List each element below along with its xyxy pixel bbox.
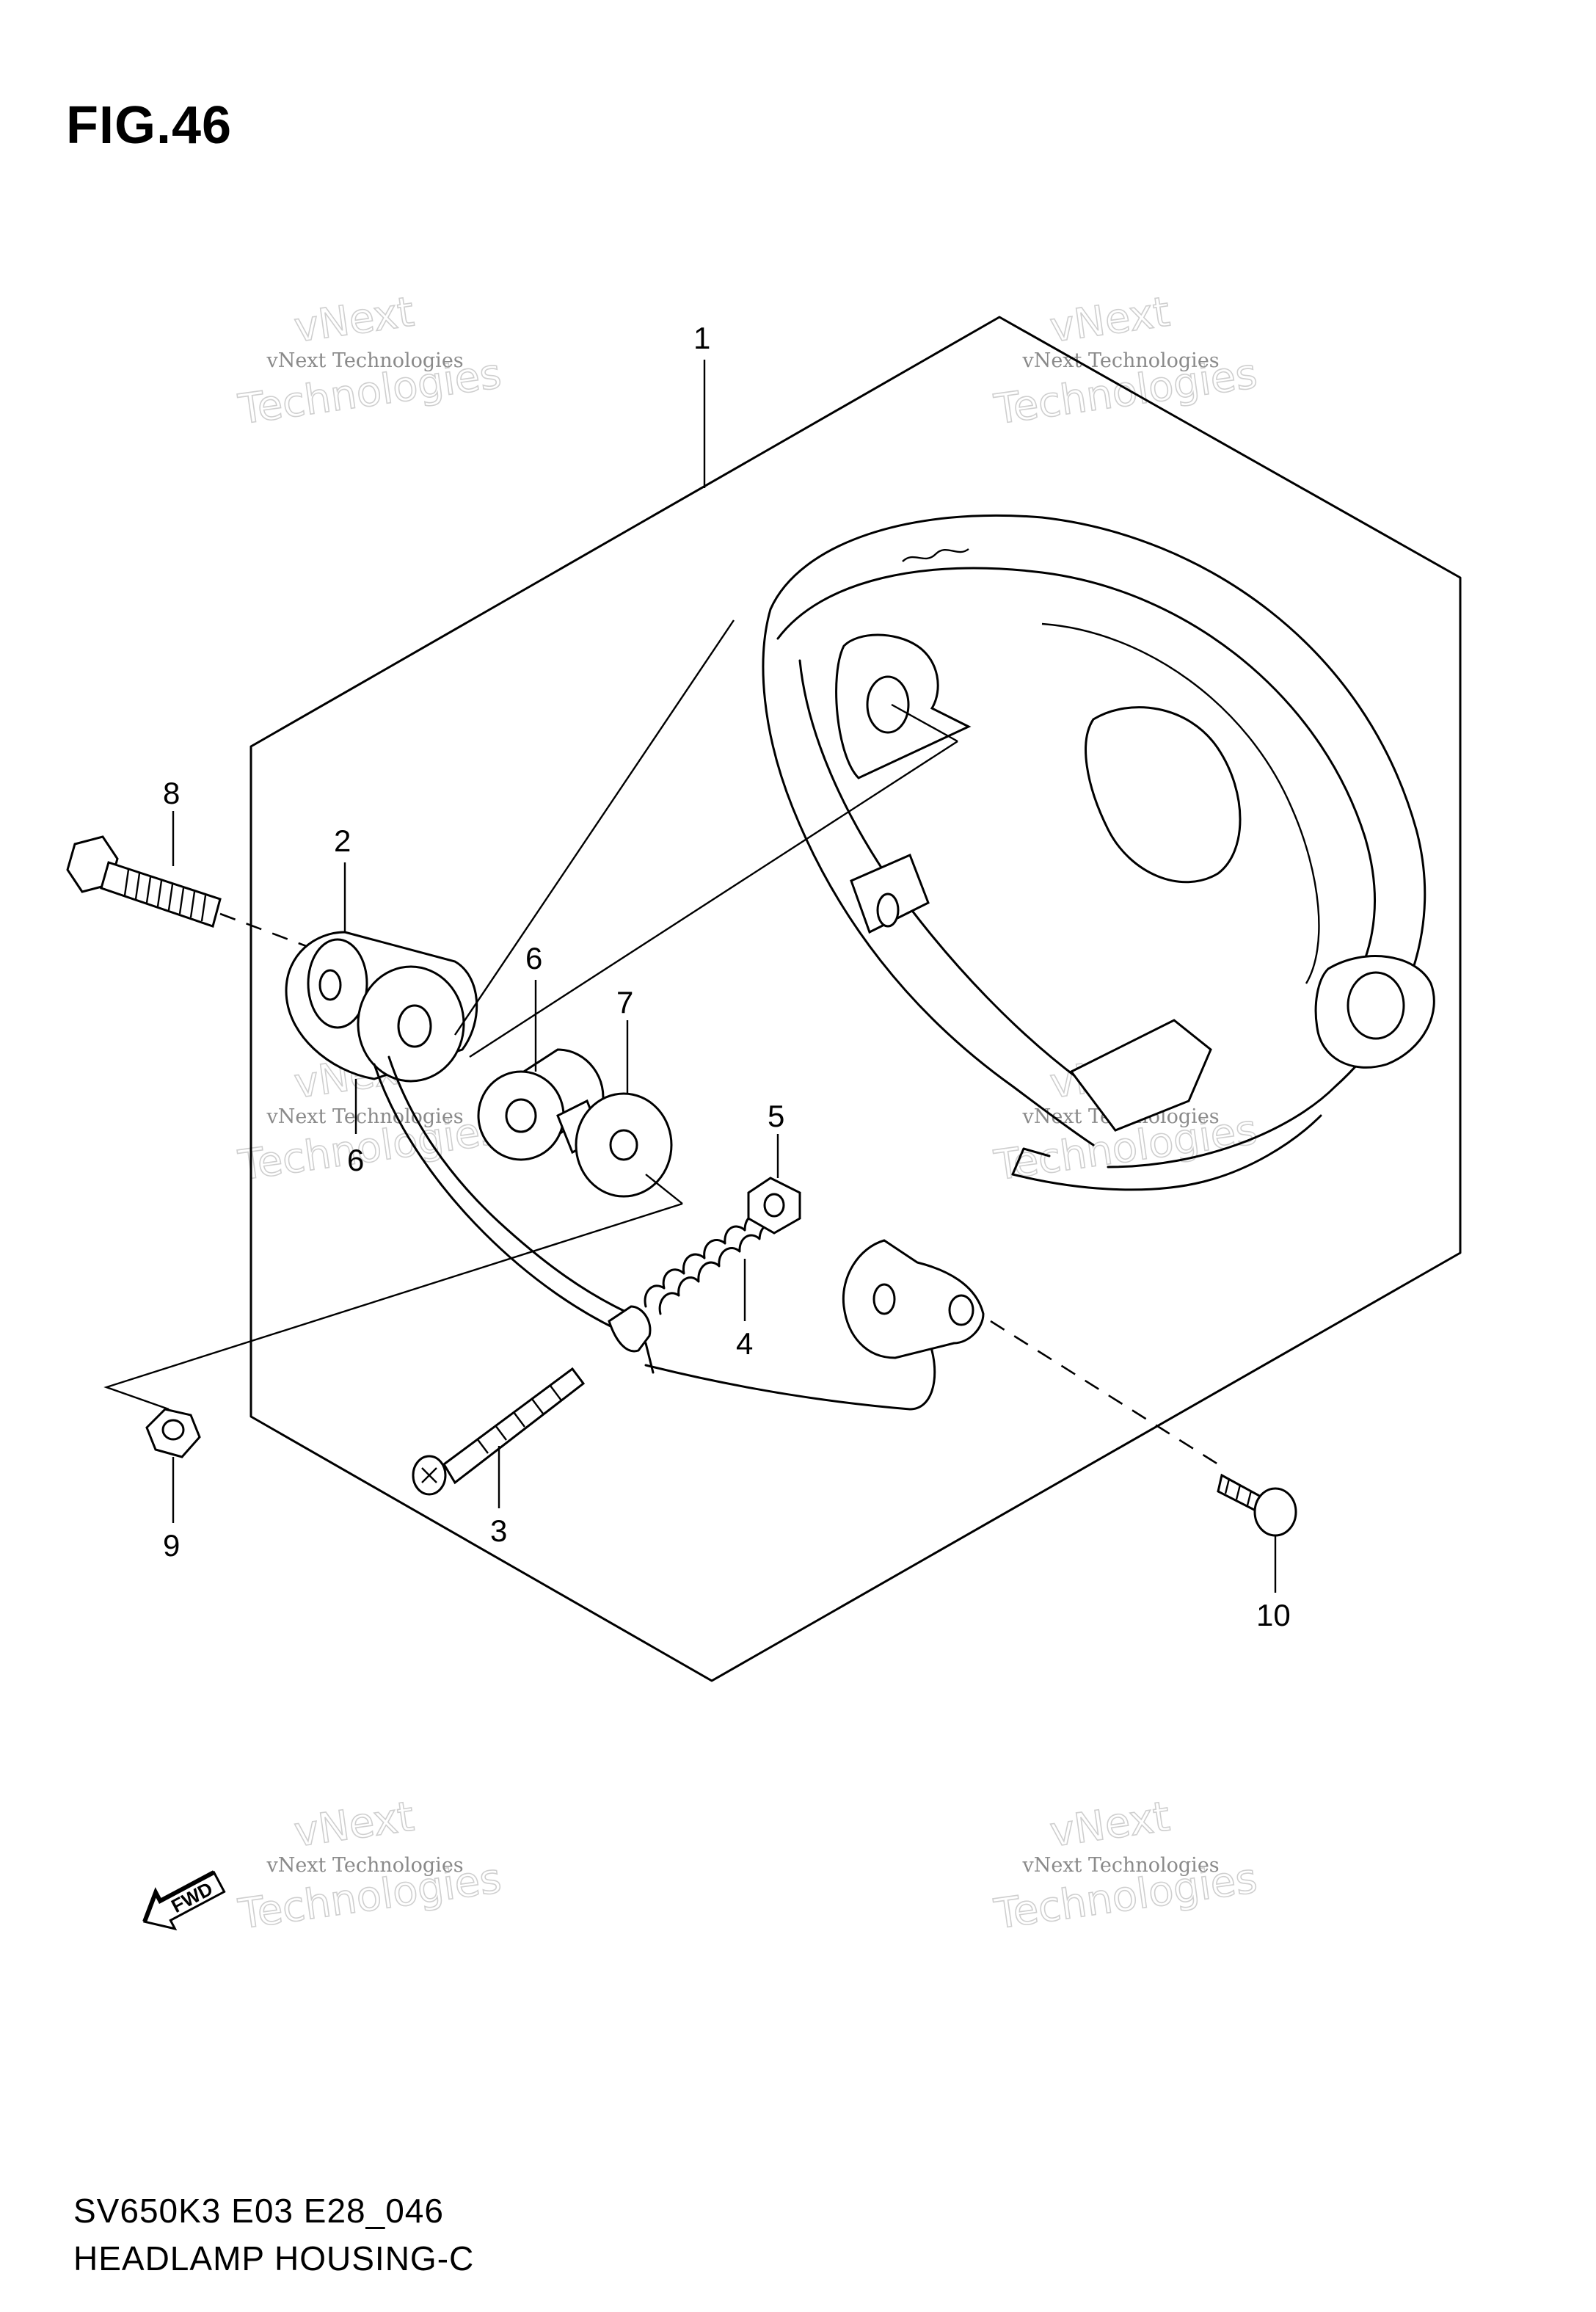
damper-item-6 bbox=[477, 1048, 605, 1161]
watermark-top-left: vNext Technologies vNext Technologies bbox=[235, 288, 505, 435]
leader-lines bbox=[172, 811, 1277, 1593]
callout-7: 7 bbox=[616, 985, 633, 1019]
svg-text:vNext: vNext bbox=[291, 288, 417, 352]
nut-plate-item-5 bbox=[747, 1177, 801, 1235]
adjuster-bracket bbox=[373, 1055, 985, 1411]
callout-5: 5 bbox=[768, 1099, 784, 1133]
svg-text:vNext: vNext bbox=[1047, 1793, 1173, 1857]
svg-text:vNext Technologies: vNext Technologies bbox=[266, 1854, 463, 1877]
svg-text:vNext: vNext bbox=[291, 1793, 417, 1857]
bolt-item-8 bbox=[66, 835, 222, 928]
svg-text:vNext Technologies: vNext Technologies bbox=[1021, 349, 1219, 372]
callout-1: 1 bbox=[693, 321, 710, 355]
section-name: HEADLAMP HOUSING-C bbox=[73, 2239, 475, 2278]
svg-text:vNext Technologies: vNext Technologies bbox=[1021, 1854, 1219, 1877]
callout-3: 3 bbox=[490, 1513, 507, 1548]
headlamp-housing-shell bbox=[762, 514, 1435, 1191]
callout-10: 10 bbox=[1256, 1598, 1291, 1632]
fwd-arrow-icon: FWD bbox=[142, 1870, 226, 1931]
screw-item-3 bbox=[412, 1367, 586, 1496]
callout-4: 4 bbox=[736, 1326, 753, 1361]
callout-6-right: 6 bbox=[525, 941, 542, 975]
callout-8: 8 bbox=[163, 776, 180, 810]
screw-item-10 bbox=[1217, 1473, 1297, 1537]
watermark-bottom-right: vNext Technologies vNext Technologies bbox=[991, 1792, 1261, 1939]
model-code: SV650K3 E03 E28_046 bbox=[73, 2192, 444, 2230]
assembly-boundary bbox=[249, 316, 1462, 1682]
figure-title: FIG.46 bbox=[66, 96, 233, 155]
bushing-item-2 bbox=[285, 931, 478, 1083]
svg-text:vNext Technologies: vNext Technologies bbox=[266, 1105, 463, 1128]
watermark-bottom-left: vNext Technologies vNext Technologies bbox=[235, 1792, 505, 1939]
svg-text:vNext: vNext bbox=[1047, 288, 1173, 352]
svg-text:vNext Technologies: vNext Technologies bbox=[266, 349, 463, 372]
collar-item-7 bbox=[556, 1092, 673, 1198]
callout-numbers: 1 2 3 4 5 6 6 7 8 9 10 bbox=[163, 321, 1291, 1632]
callout-9: 9 bbox=[163, 1528, 180, 1563]
nut-item-9 bbox=[145, 1408, 201, 1458]
callout-2: 2 bbox=[334, 824, 351, 858]
watermark-top-right: vNext Technologies vNext Technologies bbox=[991, 288, 1261, 435]
callout-6-left: 6 bbox=[347, 1143, 364, 1177]
